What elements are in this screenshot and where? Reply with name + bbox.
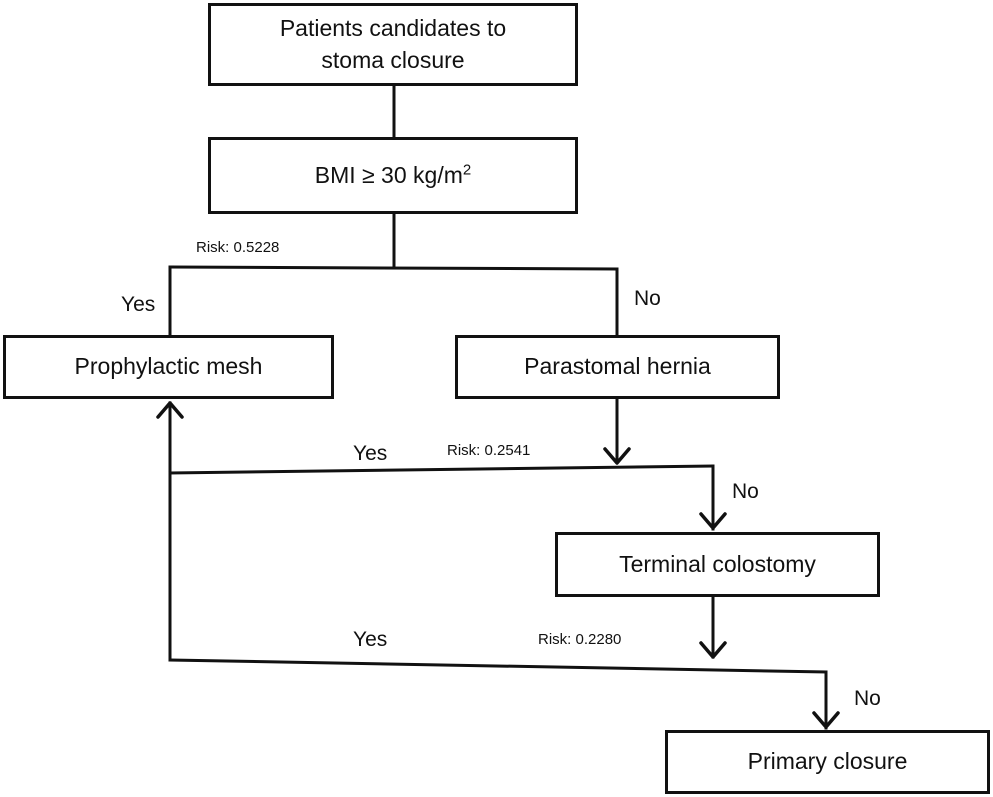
node-parastomal-hernia-label: Parastomal hernia bbox=[524, 353, 711, 380]
node-bmi-superscript: 2 bbox=[462, 161, 472, 179]
node-prophylactic-mesh-label: Prophylactic mesh bbox=[74, 353, 263, 380]
risk-label-hernia: Risk: 0.2541 bbox=[447, 442, 531, 459]
edge-colostomy-horizontal bbox=[168, 658, 828, 674]
edge-label-colostomy-no: No bbox=[854, 687, 881, 710]
arrowhead-hernia bbox=[603, 447, 631, 465]
arrowhead-mesh bbox=[156, 401, 184, 419]
node-bmi-text: BMI ≥ 30 kg/m bbox=[314, 161, 463, 188]
node-primary-closure: Primary closure bbox=[665, 730, 990, 794]
risk-label-bmi: Risk: 0.5228 bbox=[196, 239, 280, 256]
node-terminal-colostomy: Terminal colostomy bbox=[555, 532, 880, 597]
node-start-line2: stoma closure bbox=[321, 46, 465, 73]
node-parastomal-hernia: Parastomal hernia bbox=[455, 335, 780, 399]
arrowhead-colostomy-down bbox=[699, 641, 727, 659]
edge-label-hernia-no: No bbox=[732, 480, 759, 503]
edge-hernia-horizontal bbox=[168, 464, 715, 475]
node-start: Patients candidates to stoma closure bbox=[208, 3, 578, 86]
edge-bmi-horizontal bbox=[168, 265, 619, 271]
edge-label-bmi-no: No bbox=[634, 287, 661, 310]
edge-label-hernia-yes: Yes bbox=[353, 442, 388, 465]
risk-label-colostomy: Risk: 0.2280 bbox=[538, 631, 622, 648]
arrowhead-colostomy bbox=[699, 512, 727, 530]
node-bmi-label: BMI ≥ 30 kg/m2 bbox=[315, 160, 471, 191]
node-prophylactic-mesh: Prophylactic mesh bbox=[3, 335, 334, 399]
node-terminal-colostomy-label: Terminal colostomy bbox=[619, 550, 816, 577]
edge-label-bmi-yes: Yes bbox=[121, 293, 156, 316]
node-bmi: BMI ≥ 30 kg/m2 bbox=[208, 137, 578, 214]
edge-label-colostomy-yes: Yes bbox=[353, 628, 388, 651]
arrowhead-primary bbox=[812, 711, 840, 729]
node-start-line1: Patients candidates to bbox=[279, 15, 507, 42]
node-primary-closure-label: Primary closure bbox=[747, 748, 908, 775]
